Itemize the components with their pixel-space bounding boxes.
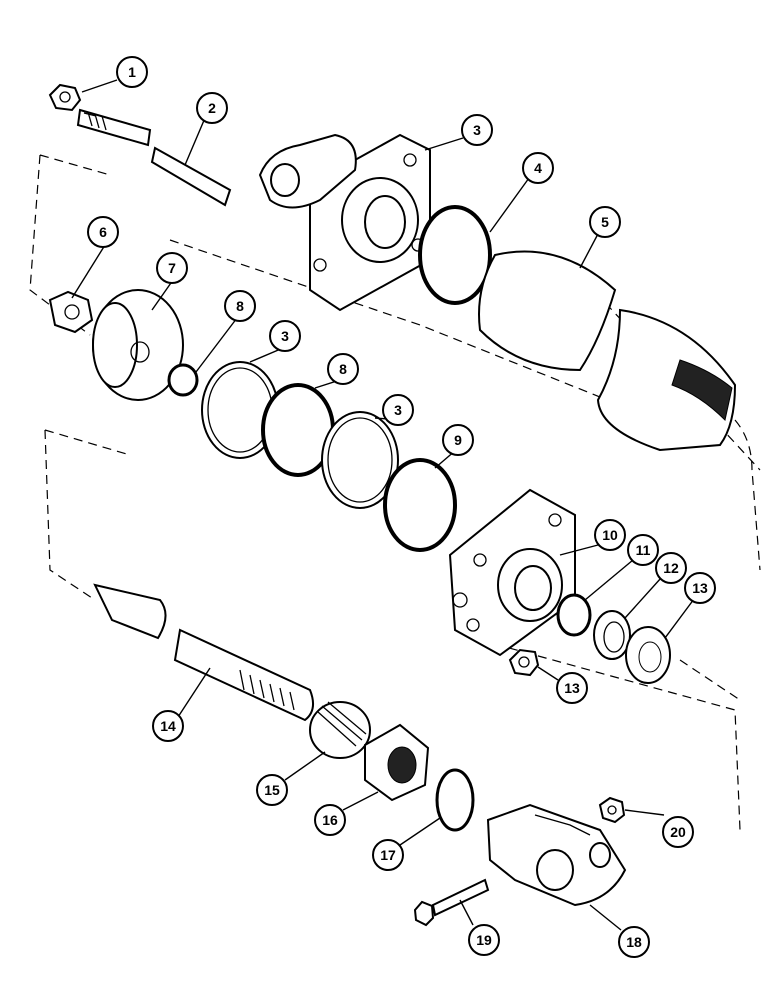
callout-3: 3	[382, 394, 414, 426]
callout-label: 19	[476, 932, 492, 948]
callout-label: 5	[601, 214, 609, 230]
callout-2: 2	[196, 92, 228, 124]
lower-group-outline	[44, 429, 741, 831]
callout-circle	[594, 519, 626, 551]
callout-label: 8	[236, 298, 244, 314]
callout-circle	[382, 394, 414, 426]
nut-13-top	[48, 83, 82, 112]
callout-18: 18	[618, 926, 650, 958]
rod-end-cap-9	[448, 488, 576, 657]
base-end-cap-2	[258, 133, 431, 312]
callout-circle	[684, 572, 716, 604]
callout-label: 8	[339, 361, 347, 377]
callout-20: 20	[662, 816, 694, 848]
callout-label: 7	[168, 260, 176, 276]
callout-label: 11	[636, 542, 651, 558]
callout-label: 13	[564, 680, 580, 696]
callout-circle	[461, 114, 493, 146]
tie-rod-1	[76, 108, 232, 207]
threaded-sleeve-15	[309, 701, 371, 759]
callout-label: 3	[394, 402, 402, 418]
callout-15: 15	[256, 774, 288, 806]
callout-19: 19	[468, 924, 500, 956]
upper-group-outline	[29, 154, 761, 571]
o-ring-7	[167, 363, 199, 397]
callout-label: 3	[281, 328, 289, 344]
callout-17: 17	[372, 839, 404, 871]
cylinder-barrel-4	[478, 250, 737, 452]
o-ring-3-top	[418, 205, 492, 305]
callout-13: 13	[684, 572, 716, 604]
callout-14: 14	[152, 710, 184, 742]
callout-3: 3	[269, 320, 301, 352]
callout-circle	[442, 424, 474, 456]
callout-circle	[116, 56, 148, 88]
callout-16: 16	[314, 804, 346, 836]
callout-circle	[372, 839, 404, 871]
piston-nut-5	[48, 290, 94, 334]
callout-12: 12	[655, 552, 687, 584]
snap-ring-17	[435, 768, 475, 832]
o-ring-3-lower	[383, 458, 457, 552]
callout-label: 12	[663, 560, 679, 576]
callout-9: 9	[442, 424, 474, 456]
callout-label: 16	[322, 812, 338, 828]
callout-label: 1	[128, 64, 136, 80]
callout-6: 6	[87, 216, 119, 248]
callout-label: 15	[264, 782, 280, 798]
callout-circle	[314, 804, 346, 836]
callout-10: 10	[594, 519, 626, 551]
o-ring-10	[556, 593, 592, 637]
callout-label: 13	[692, 580, 708, 596]
callout-label: 18	[626, 934, 642, 950]
callout-label: 10	[602, 527, 618, 543]
callout-1: 1	[116, 56, 148, 88]
callout-circle	[196, 92, 228, 124]
callout-circle	[589, 206, 621, 238]
callout-13: 13	[556, 672, 588, 704]
callout-circle	[468, 924, 500, 956]
callout-circle	[269, 320, 301, 352]
callout-label: 9	[454, 432, 462, 448]
clevis-nut-20	[598, 796, 626, 824]
gland-nut-16	[364, 723, 430, 802]
callout-circle	[618, 926, 650, 958]
piston-rod-14	[93, 583, 315, 722]
piston-6	[92, 289, 184, 401]
callout-circle	[224, 290, 256, 322]
callout-circle	[556, 672, 588, 704]
callout-label: 17	[380, 847, 396, 863]
clevis-18	[486, 803, 627, 907]
callout-circle	[627, 534, 659, 566]
clevis-bolt-19	[413, 878, 490, 927]
callout-11: 11	[627, 534, 659, 566]
callout-circle	[655, 552, 687, 584]
callout-7: 7	[156, 252, 188, 284]
callout-8: 8	[224, 290, 256, 322]
callout-circle	[522, 152, 554, 184]
callout-circle	[256, 774, 288, 806]
leader-lines	[71, 79, 698, 931]
callout-circle	[156, 252, 188, 284]
callout-5: 5	[589, 206, 621, 238]
callout-label: 4	[534, 160, 542, 176]
callout-label: 6	[99, 224, 107, 240]
callout-4: 4	[522, 152, 554, 184]
callout-label: 20	[670, 824, 686, 840]
callout-3: 3	[461, 114, 493, 146]
callout-circle	[152, 710, 184, 742]
callout-label: 2	[208, 100, 216, 116]
callout-circle	[662, 816, 694, 848]
callout-circle	[87, 216, 119, 248]
backup-ring-8-right	[321, 411, 399, 509]
callout-label: 3	[473, 122, 481, 138]
callout-8: 8	[327, 353, 359, 385]
callout-label: 14	[160, 718, 176, 734]
nut-13-lower	[508, 648, 540, 677]
callout-circle	[327, 353, 359, 385]
